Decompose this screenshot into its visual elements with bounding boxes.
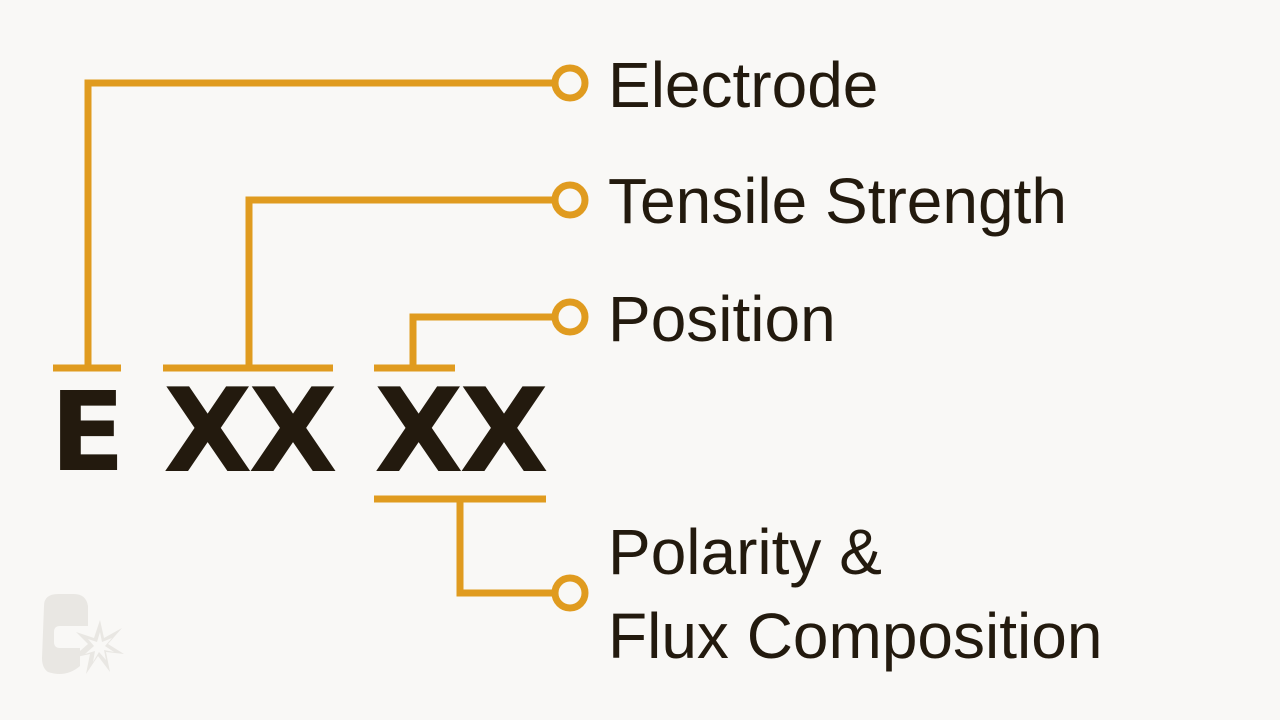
node-electrode [551, 64, 589, 102]
node-polarity [551, 574, 589, 612]
leader-electrode [84, 79, 553, 368]
leader-polarity [456, 499, 553, 597]
code-digits-tensile: XX [163, 364, 338, 499]
code-digits-position-polarity: XX [374, 364, 549, 499]
label-flux-composition: Flux Composition [608, 600, 1103, 672]
leader-position [409, 313, 553, 368]
label-polarity: Polarity & [608, 516, 882, 588]
welding-helmet-spark-icon [42, 594, 124, 674]
node-tensile [551, 181, 589, 219]
code-letter-e: E [50, 368, 125, 496]
node-position [551, 298, 589, 336]
label-electrode: Electrode [608, 49, 879, 121]
label-position: Position [608, 283, 836, 355]
leader-tensile [245, 196, 553, 368]
label-tensile-strength: Tensile Strength [608, 165, 1067, 237]
